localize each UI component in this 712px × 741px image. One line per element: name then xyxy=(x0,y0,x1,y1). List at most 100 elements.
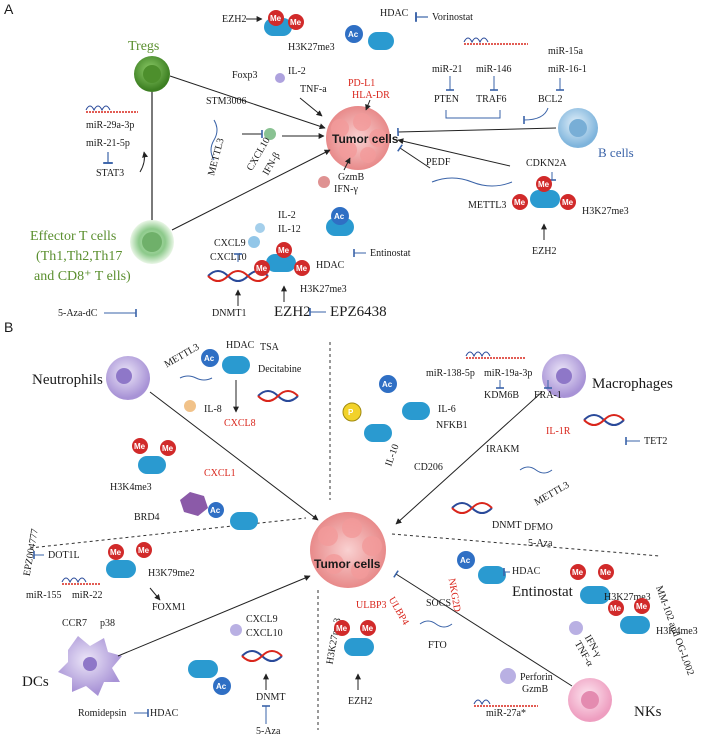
h3k4me3-label: H3K4me3 xyxy=(110,482,152,493)
effector-nucleus xyxy=(142,232,162,252)
mir27a-label: miR-27a* xyxy=(486,708,526,719)
hladr-label: HLA-DR xyxy=(352,90,390,101)
effector-line-1: Effector T cells xyxy=(30,229,116,244)
nfkb1-label: NFKB1 xyxy=(436,420,468,431)
effector-line-3: and CD8⁺ T ells) xyxy=(34,269,131,284)
il8-dots xyxy=(184,400,196,412)
mettl3-rna-mac xyxy=(519,466,553,474)
nks-label: NKs xyxy=(634,704,662,720)
mettl3-rna-b xyxy=(431,177,513,187)
cd206-label: CD206 xyxy=(414,462,443,473)
nk-inhibit-line xyxy=(393,570,573,687)
epz004777-label: EPZ004777 xyxy=(22,528,41,577)
dot1l-foxm1-arrow xyxy=(149,587,161,601)
nucleosome-h3k4me3-b: Me Me xyxy=(132,438,176,474)
cxcl10-label-b: CXCL10 xyxy=(246,628,283,639)
mirna-hairpin-left xyxy=(85,105,138,113)
mirna-hairpin-dc xyxy=(61,577,100,585)
neutrophils-label: Neutrophils xyxy=(32,372,103,388)
brd4-label: BRD4 xyxy=(134,512,160,523)
perforin-label: Perforin xyxy=(520,672,553,683)
pdl1-label: PD-L1 xyxy=(348,78,375,89)
il12-label: IL-12 xyxy=(278,224,301,235)
svg-text:Ac: Ac xyxy=(210,506,221,515)
socs-label: SOCS xyxy=(426,598,451,609)
phospho-label: P xyxy=(348,408,354,417)
svg-text:Me: Me xyxy=(134,442,146,451)
svg-text:Me: Me xyxy=(636,602,648,611)
neutrophil-nucleus xyxy=(116,368,132,384)
pedf-inhibit xyxy=(397,144,431,169)
svg-text:Me: Me xyxy=(162,444,174,453)
gzmb-arrow xyxy=(343,157,351,171)
nucleosome-hdac-top: Ac xyxy=(345,25,394,50)
dna-dc-red xyxy=(241,650,283,662)
hdac2-label: HDAC xyxy=(150,708,179,719)
h3k27me3-c: H3K27me3 xyxy=(300,284,347,295)
pten-label: PTEN xyxy=(434,94,459,105)
macrophages-label: Macrophages xyxy=(592,376,673,392)
tnfa-label: TNF-a xyxy=(300,84,327,95)
nucleosome-brd4: Ac xyxy=(208,502,258,530)
il1r-label: IL-1R xyxy=(546,426,571,437)
nucleosome-nk-1: Me Me xyxy=(570,564,614,604)
ulbp4-label: ULBP4 xyxy=(386,595,411,627)
nucleosome-nk-2: Me Me xyxy=(608,598,650,634)
fra1-label: FRA-1 xyxy=(534,390,562,401)
h3k27me3b-label: H3K27me3 xyxy=(604,592,651,603)
mettl3b-label: METTL3 xyxy=(468,200,506,211)
svg-text:Me: Me xyxy=(336,624,348,633)
mir155-label: miR-155 xyxy=(26,590,62,601)
dnmt2-label: DNMT xyxy=(256,692,285,703)
tregs-label: Tregs xyxy=(128,39,159,54)
cxcl9-label-b: CXCL9 xyxy=(246,614,278,625)
svg-text:Me: Me xyxy=(110,548,122,557)
tsa-label: TSA xyxy=(260,342,280,353)
nk-nucleus xyxy=(581,691,599,709)
h3k27me3-b: H3K27me3 xyxy=(582,206,629,217)
entinostat-label-b: Entinostat xyxy=(512,584,574,600)
mir22-label: miR-22 xyxy=(72,590,103,601)
nucleosome-nkg2d: Ac xyxy=(457,551,506,584)
tumor-cells-a: Tumor cells xyxy=(326,106,399,170)
cxcl10b-label: CXCL10 xyxy=(210,252,247,263)
dfmo-label: DFMO xyxy=(524,522,553,533)
pdl1-arrow xyxy=(365,99,371,111)
cxcl1-label: CXCL1 xyxy=(204,468,236,479)
hdac-mid-label: HDAC xyxy=(316,260,345,271)
macrophage-arrow xyxy=(395,391,543,525)
irakm-label: IRAKM xyxy=(486,444,519,455)
ifng-dots xyxy=(569,621,583,635)
cxcl-dots-a xyxy=(248,236,260,248)
dnmt-label-b: DNMT xyxy=(492,520,521,531)
h3k79me2-label: H3K79me2 xyxy=(148,568,195,579)
cxcl-dots-b xyxy=(230,624,242,636)
dna-neutro-red xyxy=(257,390,299,402)
svg-text:Ac: Ac xyxy=(348,30,359,39)
mir161-label: miR-16-1 xyxy=(548,64,587,75)
dc-arrow xyxy=(117,575,311,657)
bcl2-inhibit xyxy=(523,107,549,125)
treg-arrow xyxy=(169,75,326,130)
fto-rna xyxy=(419,620,453,628)
nucleosome-ezh2-b: Me Me Me xyxy=(512,176,576,210)
svg-text:Me: Me xyxy=(278,246,290,255)
bcell-inhibit-line xyxy=(397,127,557,137)
mir15a-label: miR-15a xyxy=(548,46,584,57)
panel-b-label: B xyxy=(4,319,13,335)
hdac3-label: HDAC xyxy=(512,566,541,577)
mir138-label: miR-138-5p xyxy=(426,368,475,379)
mir146-label: miR-146 xyxy=(476,64,512,75)
nucleosome-dot1l: Me Me xyxy=(106,542,152,578)
dc-cell xyxy=(58,636,122,696)
bcells-label: B cells xyxy=(598,145,634,160)
il8-label: IL-8 xyxy=(204,404,222,415)
nucleosome-ezh2-c: Me Me Me xyxy=(254,242,310,276)
dnmt1-label: DNMT1 xyxy=(212,308,246,319)
gzmb-label-b: GzmB xyxy=(522,684,548,695)
decitabine-label: Decitabine xyxy=(258,364,302,375)
bcl2-label: BCL2 xyxy=(538,94,562,105)
divider-right xyxy=(391,533,661,557)
kdm6b-label: KDM6B xyxy=(484,390,519,401)
svg-text:Me: Me xyxy=(562,198,574,207)
